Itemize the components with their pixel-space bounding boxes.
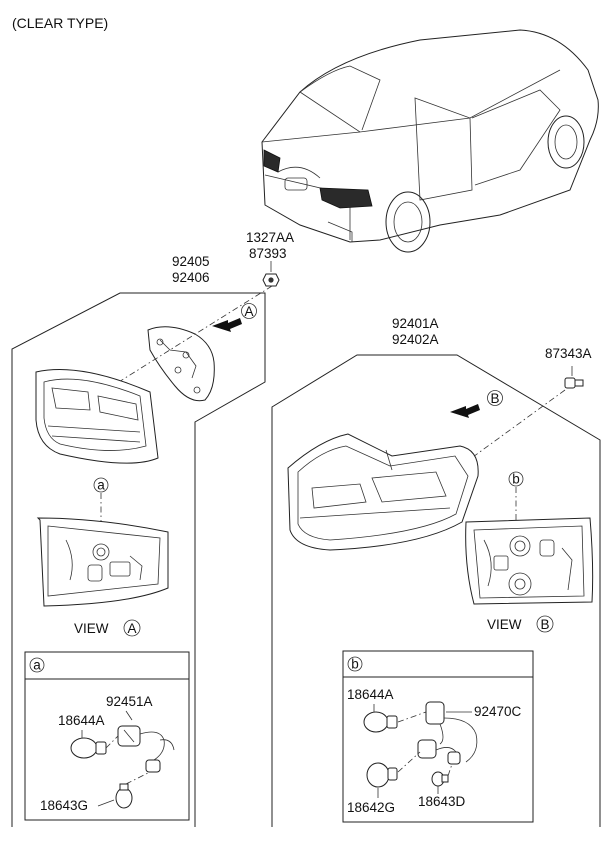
part-label-87393: 87393 xyxy=(249,246,287,261)
detail-a-pointer: a xyxy=(97,478,105,493)
part-label-92451A: 92451A xyxy=(106,694,153,709)
screw-part xyxy=(564,366,584,389)
detail-box-b-marker: b xyxy=(351,657,359,672)
part-label-18643G: 18643G xyxy=(40,798,88,813)
gasket-part xyxy=(147,326,215,402)
diagram-title: (CLEAR TYPE) xyxy=(12,15,108,31)
detail-box-a-marker: a xyxy=(33,658,41,673)
socket-harness-a-part xyxy=(117,710,175,773)
nut-fastener-part xyxy=(262,273,280,287)
view-a-label: VIEW xyxy=(74,621,109,636)
view-b-label: VIEW xyxy=(487,617,522,632)
part-label-87343A: 87343A xyxy=(545,346,592,361)
socket-harness-b-part xyxy=(417,701,478,765)
right-assembly-frame xyxy=(271,354,601,827)
view-a-circle xyxy=(241,303,257,319)
view-b-lamp-back xyxy=(465,517,594,605)
part-label-18642G: 18642G xyxy=(347,800,395,815)
tail-lamp-right-dark xyxy=(319,187,373,209)
view-a-arrow-icon xyxy=(212,318,242,332)
vehicle-illustration xyxy=(261,29,599,253)
left-assembly-frame xyxy=(11,292,266,827)
bulb-18643G-part xyxy=(115,783,133,809)
detail-box-b xyxy=(342,650,534,823)
inner-tail-lamp-part xyxy=(35,369,159,464)
view-a-lamp-back xyxy=(36,517,169,607)
part-label-18644A-a: 18644A xyxy=(58,713,105,728)
part-label-92405: 92405 xyxy=(172,254,210,269)
view-a-marker: A xyxy=(244,304,253,319)
detail-box-a xyxy=(24,651,190,821)
view-b-marker: B xyxy=(490,391,499,406)
view-b-arrow-icon xyxy=(450,404,480,418)
detail-b-pointer: b xyxy=(512,472,520,487)
part-label-92402A: 92402A xyxy=(392,332,439,347)
part-label-1327AA: 1327AA xyxy=(246,230,294,245)
view-a-label-marker: A xyxy=(127,621,136,636)
bulb-18643D-part xyxy=(431,771,449,787)
part-label-92470C: 92470C xyxy=(474,704,522,719)
bulb-18642G-part xyxy=(366,762,398,788)
tail-lamp-left-dark xyxy=(263,149,281,173)
outer-tail-lamp-part xyxy=(287,433,479,551)
part-label-92401A: 92401A xyxy=(392,316,439,331)
bulb-18644A-b-part xyxy=(363,704,398,733)
bulb-18644A-a-part xyxy=(70,730,107,759)
part-label-92406: 92406 xyxy=(172,270,210,285)
view-b-label-marker: B xyxy=(540,617,549,632)
part-label-18644A-b: 18644A xyxy=(347,687,394,702)
part-label-18643D: 18643D xyxy=(418,794,466,809)
